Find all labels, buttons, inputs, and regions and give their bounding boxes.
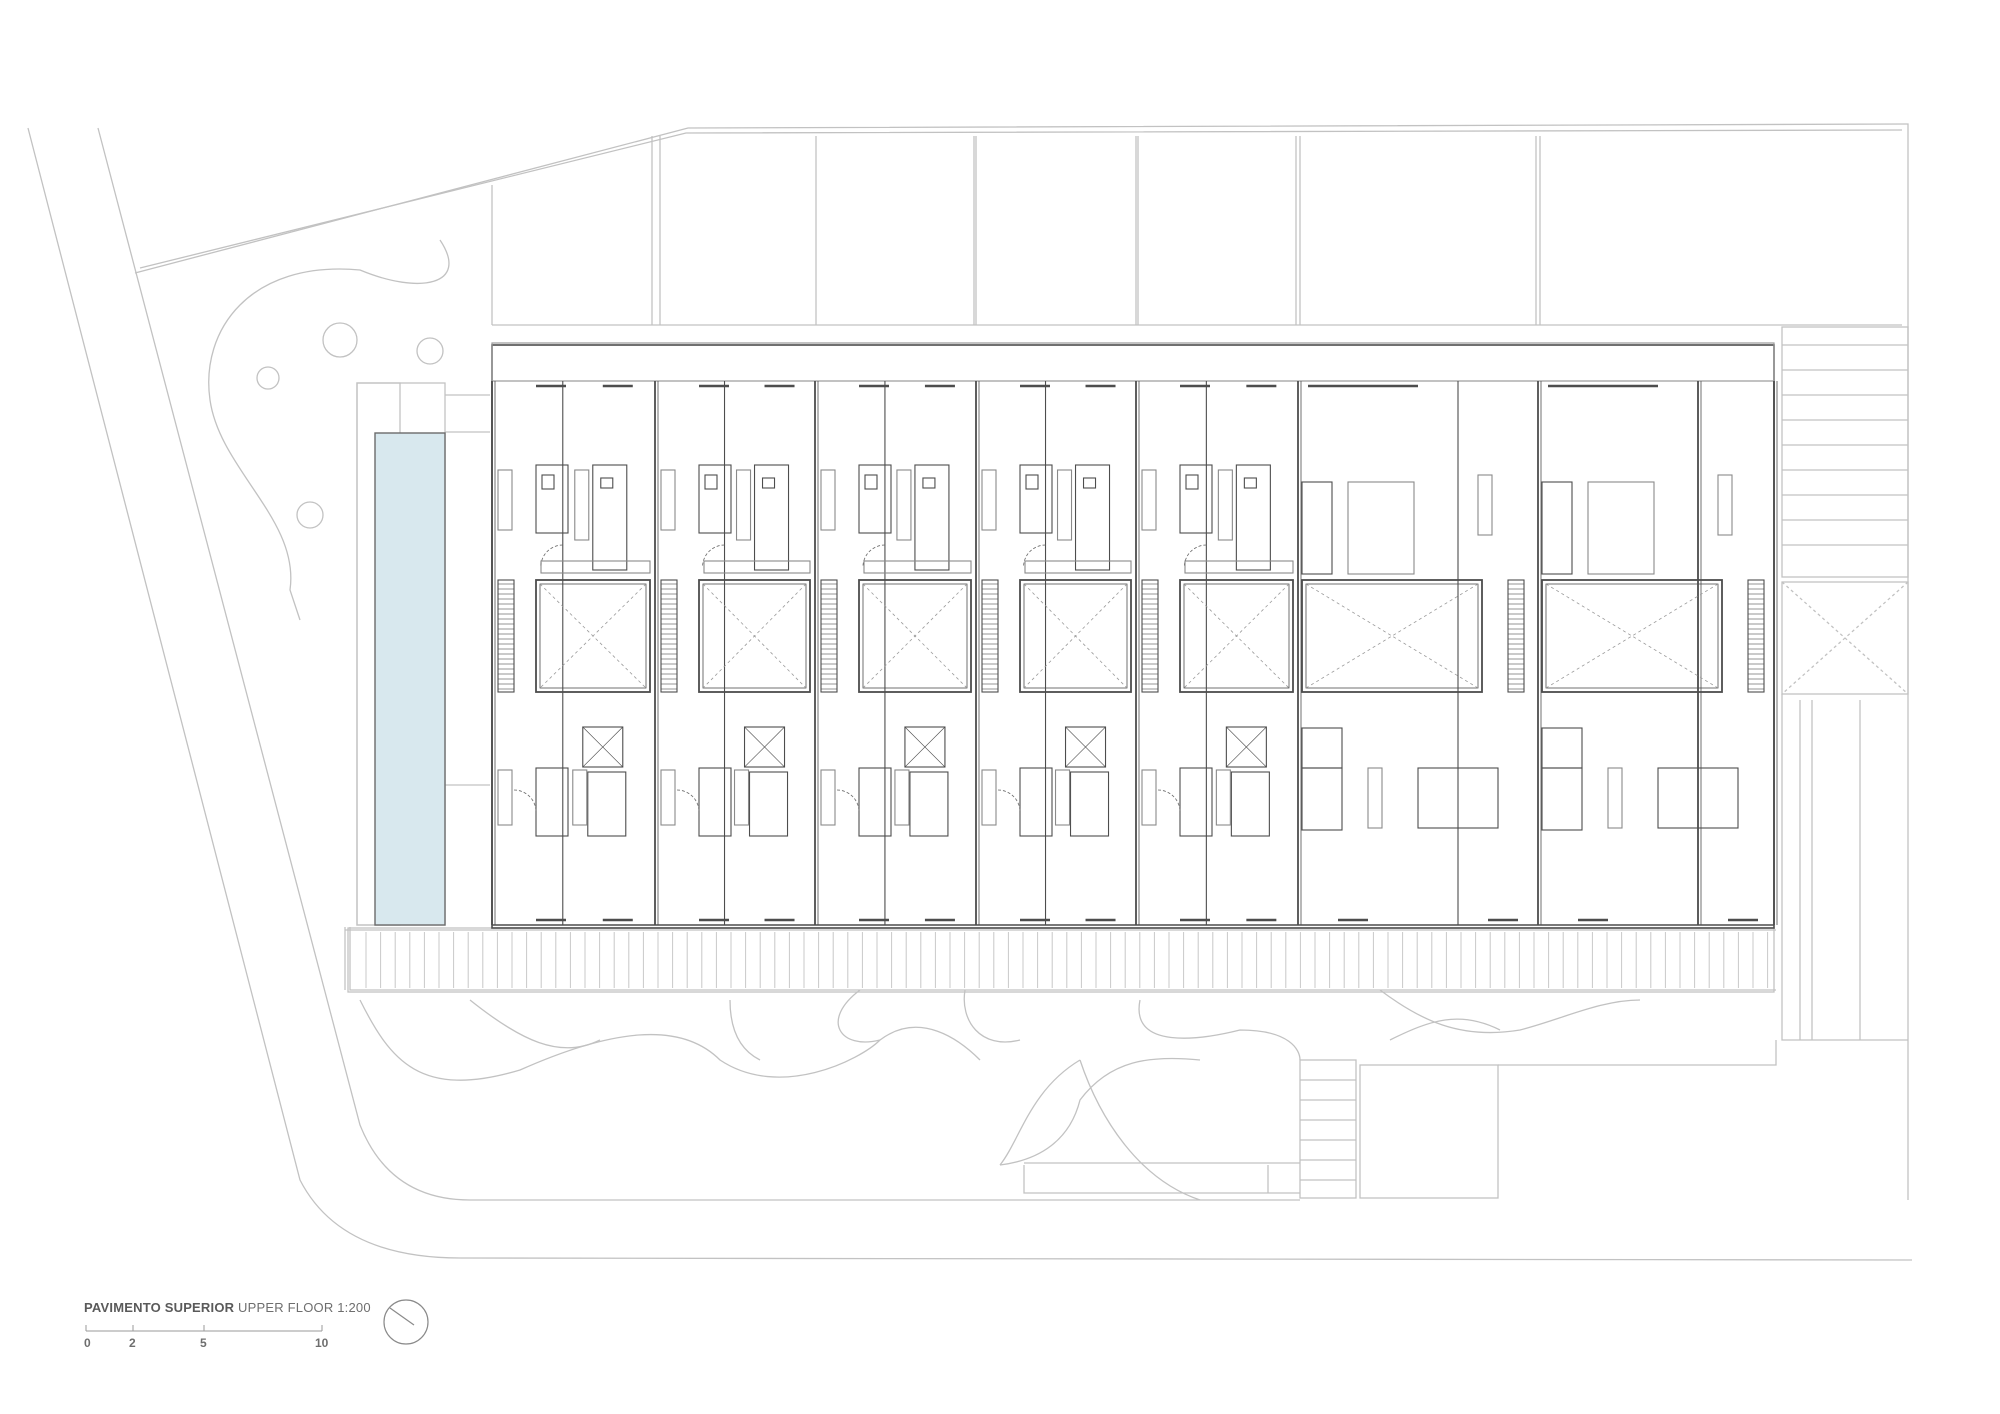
- plan-title: PAVIMENTO SUPERIOR UPPER FLOOR 1:200: [84, 1300, 371, 1315]
- scale-tick-2: 2: [129, 1336, 136, 1350]
- site-context: [27, 123, 1913, 1261]
- scale-tick-5: 5: [200, 1336, 207, 1350]
- scale-tick-10: 10: [315, 1336, 329, 1350]
- paving-pattern: [365, 932, 1769, 988]
- title-block: PAVIMENTO SUPERIOR UPPER FLOOR 1:200: [84, 1300, 371, 1315]
- scale-bar: [85, 1325, 323, 1332]
- plan-title-bold: PAVIMENTO SUPERIOR: [84, 1300, 235, 1315]
- scale-tick-0: 0: [84, 1336, 91, 1350]
- plan-title-regular: UPPER FLOOR 1:200: [238, 1300, 371, 1315]
- housing-units: [491, 381, 1778, 925]
- north-arrow-icon: [383, 1299, 429, 1345]
- pool: [374, 432, 446, 926]
